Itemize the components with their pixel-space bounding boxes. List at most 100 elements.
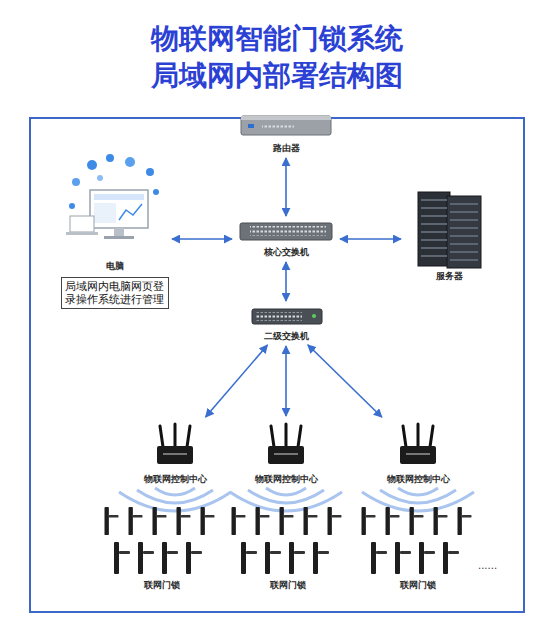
switch-led xyxy=(312,314,316,318)
server-slots xyxy=(421,200,478,260)
monitor xyxy=(90,190,148,228)
lock-group-node: 联网门锁 xyxy=(228,503,348,591)
server-rack xyxy=(447,196,481,268)
cloud-dot xyxy=(106,154,114,162)
lock-icon xyxy=(114,542,130,574)
gateway-body xyxy=(157,446,193,464)
control-center-node: 物联网控制中心 xyxy=(378,420,458,485)
node-label: 物联网控制中心 xyxy=(144,474,207,485)
screen-bar xyxy=(94,194,144,200)
network-link xyxy=(340,238,401,240)
network-link xyxy=(308,345,382,417)
computer-icon xyxy=(66,154,159,239)
server-rack xyxy=(418,192,450,266)
server-node: 服务器 xyxy=(405,190,493,282)
gateway-strip xyxy=(406,453,430,455)
lock-icon xyxy=(232,507,246,535)
cloud-dot xyxy=(97,175,103,181)
lock-icon xyxy=(410,507,424,535)
monitor-base xyxy=(104,236,134,239)
secondary-switch-node: 二级交换机 xyxy=(246,305,326,342)
lock-icon xyxy=(443,542,459,574)
node-label: 联网门锁 xyxy=(400,580,436,591)
lock-icon xyxy=(129,507,143,535)
network-link xyxy=(285,346,287,416)
gateway-body xyxy=(400,446,436,464)
lock-icon xyxy=(386,507,400,535)
node-label: 服务器 xyxy=(436,271,463,282)
node-label: 物联网控制中心 xyxy=(387,474,450,485)
lock-icon xyxy=(362,507,376,535)
control-center-icon xyxy=(157,424,436,464)
cloud-dot xyxy=(153,189,159,195)
lock-icon xyxy=(153,507,167,535)
lock-icon xyxy=(289,542,305,574)
lock-icon xyxy=(162,542,178,574)
router-top xyxy=(241,116,331,120)
lock-icon xyxy=(371,542,387,574)
lock-icon xyxy=(304,507,318,535)
antenna xyxy=(271,424,301,447)
router-ports xyxy=(262,123,294,129)
antenna xyxy=(160,424,190,447)
diagram-title: 物联网智能门锁系统 局域网内部署结构图 xyxy=(137,20,417,94)
cloud-dot xyxy=(69,203,75,209)
router-body xyxy=(241,116,331,135)
note-label: ...... xyxy=(478,560,497,571)
computer-node: 电脑 xyxy=(62,148,168,272)
secondary-switch-ports xyxy=(256,312,302,321)
control-center-node: 物联网控制中心 xyxy=(246,420,326,485)
screen-panel xyxy=(94,203,116,223)
lock-icon xyxy=(328,507,342,535)
lock-icon xyxy=(434,507,448,535)
antenna xyxy=(403,424,433,447)
core-switch-body xyxy=(240,223,332,240)
lock-icon xyxy=(458,507,472,535)
gateway-body xyxy=(268,446,304,464)
lock-icon xyxy=(256,507,270,535)
laptop-base xyxy=(66,232,98,235)
cloud-dot xyxy=(146,168,154,176)
lock-icon xyxy=(201,507,215,535)
laptop-screen xyxy=(70,216,94,232)
network-link xyxy=(206,345,268,417)
secondary-switch-body xyxy=(252,309,322,324)
control-center-node: 物联网控制中心 xyxy=(135,420,215,485)
network-link xyxy=(285,158,287,216)
lock-icon xyxy=(138,542,154,574)
node-label: 路由器 xyxy=(273,143,300,154)
core-switch-ports xyxy=(250,226,326,236)
lock-icon xyxy=(177,507,191,535)
node-label: 局域网内电脑网页登录操作系统进行管理 xyxy=(65,280,165,306)
lock-row xyxy=(105,507,472,574)
gateway-strip xyxy=(163,453,187,455)
node-label: 二级交换机 xyxy=(264,331,309,342)
node-label: 联网门锁 xyxy=(144,580,180,591)
router-led xyxy=(248,124,254,128)
lock-icon xyxy=(313,542,329,574)
node-label: 联网门锁 xyxy=(270,580,306,591)
cloud-dot xyxy=(72,178,80,186)
cloud-dot xyxy=(87,160,97,170)
core-switch-node: 核心交换机 xyxy=(236,220,336,258)
lock-icon xyxy=(419,542,435,574)
wave-arcs xyxy=(362,488,474,511)
monitor-stand xyxy=(114,228,124,236)
lock-icon xyxy=(395,542,411,574)
lock-icon xyxy=(241,542,257,574)
wave-arcs xyxy=(119,488,231,511)
lock-group-node: 联网门锁 xyxy=(356,503,480,591)
wireless-waves xyxy=(119,488,474,511)
router-node: 路由器 xyxy=(240,114,332,154)
network-link xyxy=(172,238,232,240)
node-label: 核心交换机 xyxy=(264,247,309,258)
cloud-dot xyxy=(125,157,135,167)
lock-icon xyxy=(186,542,202,574)
lock-icon xyxy=(265,542,281,574)
lock-icon xyxy=(105,507,119,535)
network-link xyxy=(285,262,287,301)
node-label: 物联网控制中心 xyxy=(255,474,318,485)
outer-frame xyxy=(30,118,524,612)
